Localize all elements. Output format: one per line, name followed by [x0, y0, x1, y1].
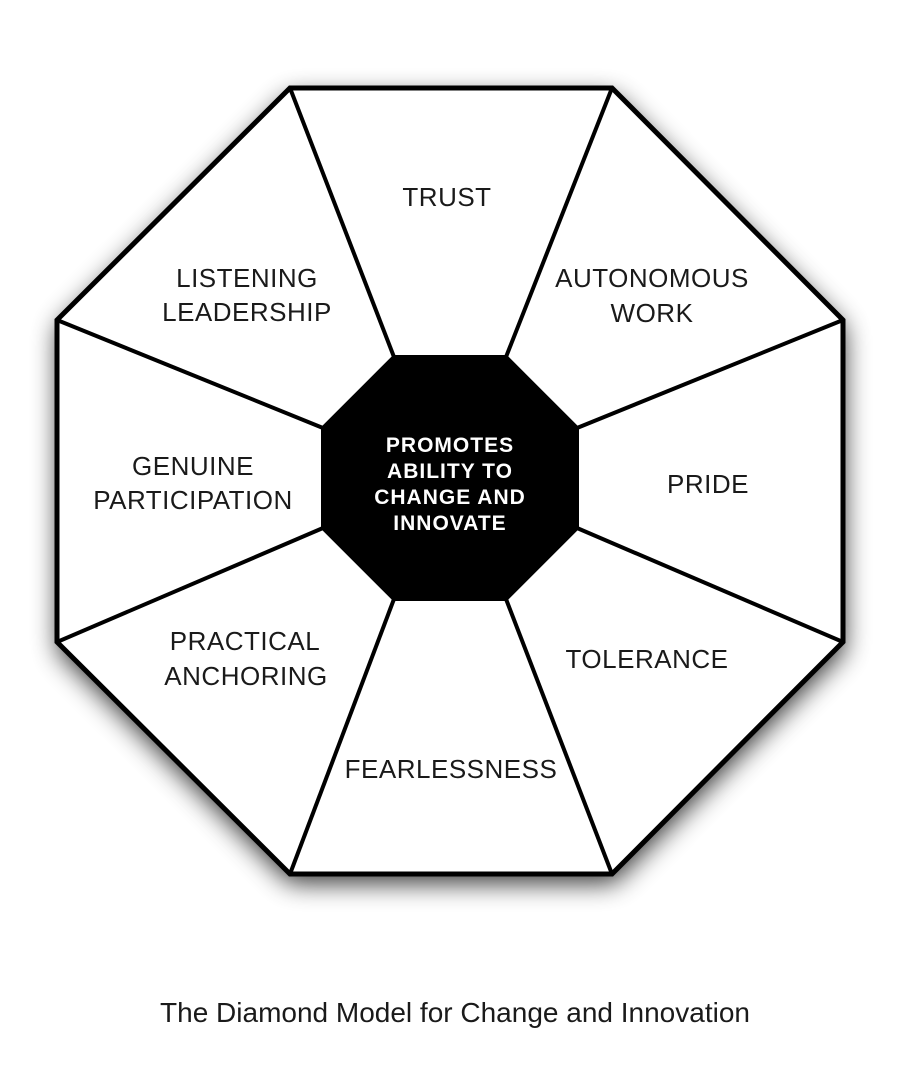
segment-divider	[504, 598, 614, 875]
segment-label-fearlessness: FEARLESSNESS	[345, 754, 558, 784]
center-text-line3: CHANGE AND	[374, 486, 526, 509]
segment-divider-lines	[56, 87, 844, 875]
center-octagon	[321, 355, 579, 601]
segment-divider	[576, 526, 844, 644]
segment-label-practical-anchoring-line1: PRACTICAL	[170, 626, 320, 656]
segment-divider	[576, 318, 844, 430]
segment-label-genuine-participation-line2: PARTICIPATION	[93, 485, 293, 515]
segment-label-autonomous-work-line1: AUTONOMOUS	[555, 263, 749, 293]
segment-label-autonomous-work-line2: WORK	[611, 298, 694, 328]
segment-label-listening-leadership-line2: LEADERSHIP	[162, 297, 332, 327]
center-text: PROMOTES ABILITY TO CHANGE AND INNOVATE	[374, 434, 526, 535]
center-text-line1: PROMOTES	[386, 434, 514, 457]
segment-label-tolerance: TOLERANCE	[566, 644, 729, 674]
segment-divider	[504, 87, 614, 358]
segment-label-listening-leadership-line1: LISTENING	[176, 263, 318, 293]
segment-divider	[288, 87, 396, 358]
segment-label-practical-anchoring-line2: ANCHORING	[164, 661, 327, 691]
center-text-line2: ABILITY TO	[387, 460, 513, 483]
segment-label-genuine-participation-line1: GENUINE	[132, 451, 254, 481]
segment-divider	[56, 526, 324, 644]
center-text-line4: INNOVATE	[393, 512, 506, 535]
segment-label-pride: PRIDE	[667, 469, 749, 499]
segment-divider	[56, 318, 324, 430]
figure-caption: The Diamond Model for Change and Innovat…	[160, 997, 750, 1028]
segment-label-trust: TRUST	[402, 182, 491, 212]
segment-divider	[288, 598, 396, 875]
